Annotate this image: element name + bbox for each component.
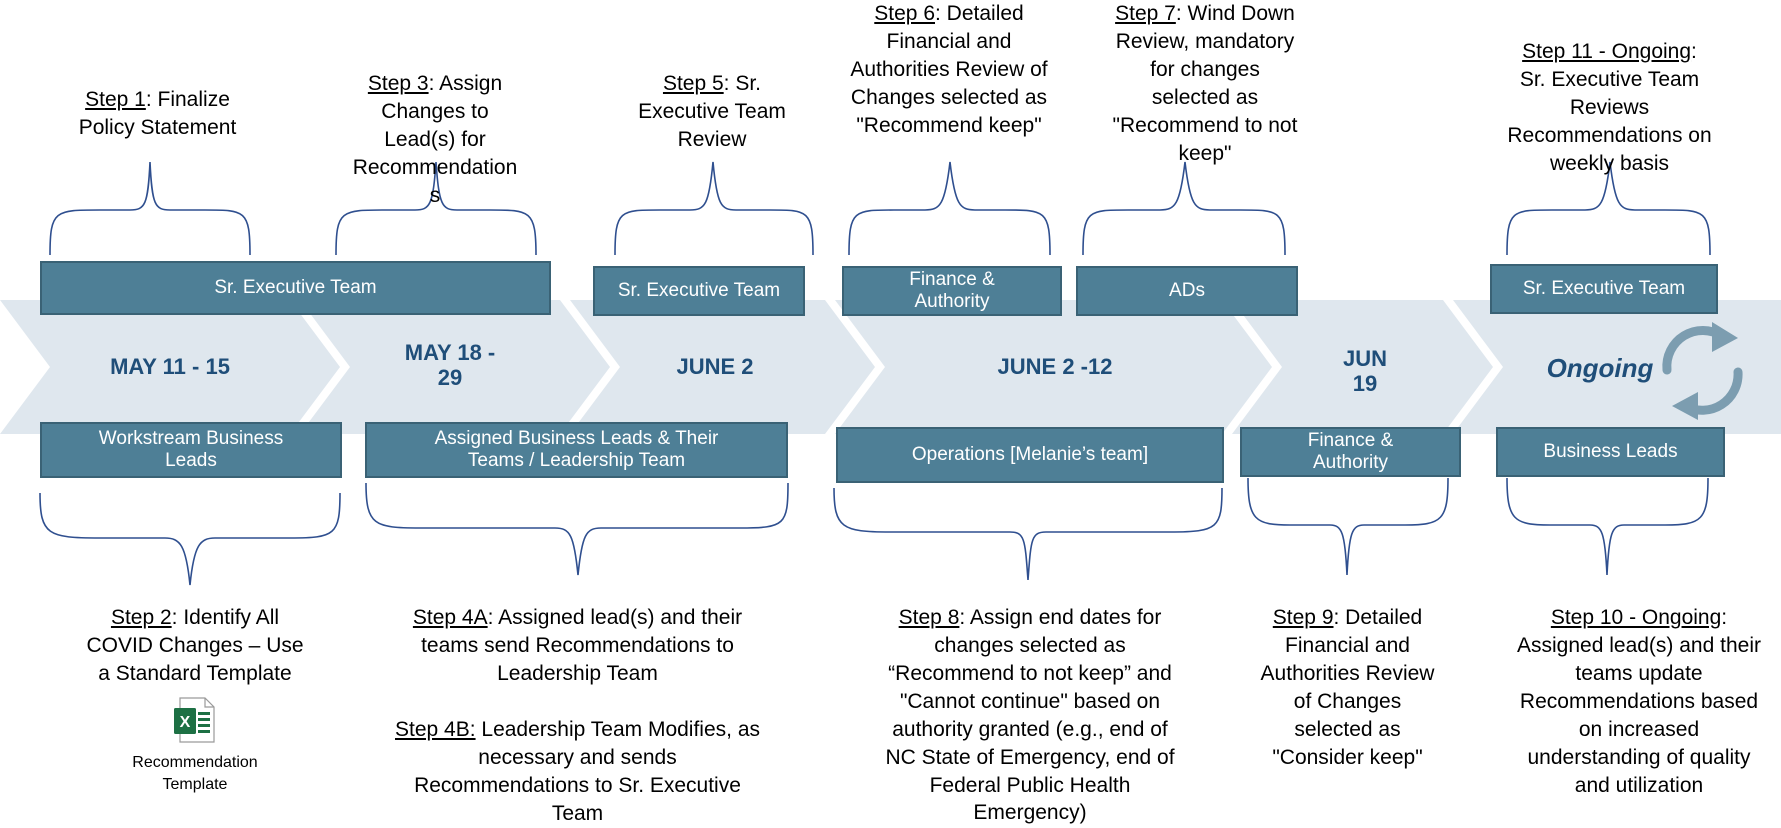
chevron-1	[0, 300, 340, 434]
bottom-box-finance-authority: Finance & Authority	[1240, 427, 1461, 477]
step-4a-label: Step 4A	[412, 606, 488, 629]
brace-top-step3	[335, 161, 537, 256]
step-2-label: Step 2	[110, 606, 172, 629]
step-11-description: Step 11 - Ongoing: Sr. Executive Team Re…	[1487, 38, 1732, 178]
phase-date-6: Ongoing	[1546, 353, 1654, 383]
step-7-description: Step 7: Wind Down Review, mandatory for …	[1085, 0, 1325, 168]
brace-top-step11	[1506, 161, 1711, 256]
step-4b-text: Leadership Team Modifies, as necessary a…	[414, 718, 760, 825]
step-8-label: Step 8	[898, 606, 960, 629]
step-3-text: : Assign Changes to Lead(s) for Recommen…	[352, 72, 518, 207]
brace-bottom-step10	[1506, 477, 1709, 576]
top-box-sr-exec-3: Sr. Executive Team	[1490, 264, 1718, 314]
step-5-label: Step 5	[662, 72, 724, 95]
phase-date-5: JUN 19	[1342, 346, 1387, 397]
chevron-4	[835, 300, 1272, 434]
step-6-description: Step 6: Detailed Financial and Authoriti…	[830, 0, 1068, 140]
chevron-2	[300, 300, 610, 434]
step-9-text: : Detailed Financial and Authorities Rev…	[1260, 606, 1435, 769]
step-1-text: : Finalize Policy Statement	[78, 88, 237, 139]
step-5-text: : Sr. Executive Team Review	[638, 72, 786, 151]
top-box-sr-exec-1: Sr. Executive Team	[40, 261, 551, 315]
brace-top-step6	[848, 161, 1051, 256]
step-4a-description: Step 4A: Assigned lead(s) and their team…	[360, 604, 795, 688]
bottom-braces	[39, 477, 1709, 586]
step-8-text: : Assign end dates for changes selected …	[885, 606, 1175, 825]
step-7-text: : Wind Down Review, mandatory for change…	[1112, 2, 1298, 165]
brace-top-step1	[49, 161, 251, 256]
bottom-box-workstream-leads: Workstream Business Leads	[40, 422, 342, 478]
step-9-description: Step 9: Detailed Financial and Authoriti…	[1245, 604, 1450, 772]
step-11-text: : Sr. Executive Team Reviews Recommendat…	[1507, 40, 1712, 175]
bottom-box-assigned-leads: Assigned Business Leads & Their Teams / …	[365, 422, 788, 478]
top-braces	[49, 161, 1711, 256]
excel-file-icon-letter: X	[180, 714, 191, 731]
phase-date-2: MAY 18 - 29	[404, 340, 496, 391]
top-box-ads: ADs	[1076, 266, 1298, 316]
excel-file-icon: X	[174, 697, 215, 743]
top-box-finance-authority: Finance & Authority	[842, 266, 1062, 316]
cycle-arrow-heads	[1672, 322, 1738, 420]
step-2-description: Step 2: Identify All COVID Changes – Use…	[75, 604, 315, 688]
step-10-description: Step 10 - Ongoing: Assigned lead(s) and …	[1497, 604, 1781, 799]
bottom-box-business-leads: Business Leads	[1496, 427, 1725, 477]
top-box-sr-exec-2: Sr. Executive Team	[593, 266, 805, 316]
phase-date-4: JUNE 2 -12	[997, 354, 1113, 379]
step-4b-label: Step 4B:	[395, 718, 476, 741]
brace-bottom-step2	[39, 492, 341, 586]
step-3-description: Step 3: Assign Changes to Lead(s) for Re…	[335, 70, 535, 210]
step-1-label: Step 1	[85, 88, 146, 111]
step-3-label: Step 3	[367, 72, 429, 95]
brace-bottom-step9	[1247, 477, 1449, 576]
step-8-description: Step 8: Assign end dates for changes sel…	[850, 604, 1210, 827]
brace-bottom-step4	[365, 482, 789, 576]
chevron-3	[570, 300, 875, 434]
brace-top-step5	[614, 161, 814, 256]
step-10-text: : Assigned lead(s) and their teams updat…	[1517, 606, 1761, 797]
step-6-label: Step 6	[874, 2, 935, 25]
brace-top-step7	[1082, 161, 1286, 256]
step-11-label: Step 11 - Ongoing	[1522, 40, 1692, 63]
phase-date-3: JUNE 2	[676, 354, 754, 379]
brace-bottom-step8	[833, 487, 1223, 581]
bottom-box-operations: Operations [Melanie’s team]	[836, 427, 1224, 483]
step-2-text: : Identify All COVID Changes – Use a Sta…	[86, 606, 304, 685]
template-file-label: Recommendation Template	[132, 754, 258, 793]
chevron-5	[1232, 300, 1493, 434]
step-10-label: Step 10 - Ongoing	[1550, 606, 1722, 629]
timeline-chevrons	[0, 300, 1781, 434]
step-5-description: Step 5: Sr. Executive Team Review	[612, 70, 812, 154]
step-1-description: Step 1: Finalize Policy Statement	[50, 86, 265, 142]
step-4b-description: Step 4B: Leadership Team Modifies, as ne…	[355, 716, 800, 828]
step-7-label: Step 7	[1115, 2, 1176, 25]
phase-date-1: MAY 11 - 15	[110, 354, 230, 379]
step-4a-text: : Assigned lead(s) and their teams send …	[421, 606, 743, 685]
step-6-text: : Detailed Financial and Authorities Rev…	[850, 2, 1048, 137]
step-9-label: Step 9	[1272, 606, 1334, 629]
